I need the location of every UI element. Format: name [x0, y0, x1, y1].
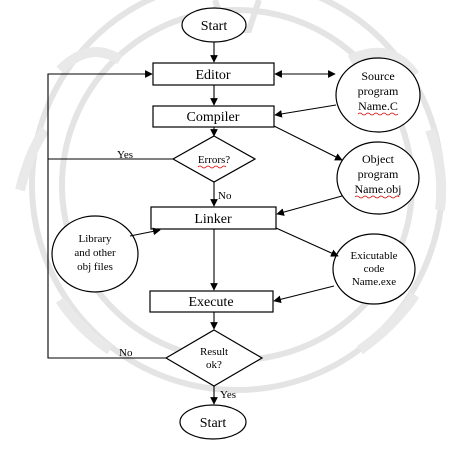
executable-line3: Name.exe — [352, 276, 396, 288]
library-node: Library and other obj files — [51, 215, 139, 293]
start-top-label: Start — [201, 19, 228, 34]
start-terminal-bottom: Start — [179, 404, 247, 440]
object-line3: Name.obj — [355, 182, 402, 196]
arrow-linker-executable — [275, 227, 339, 257]
start-bottom-label: Start — [200, 416, 227, 431]
object-line1: Object — [362, 152, 395, 166]
loop-errors-yes — [47, 70, 173, 160]
start-terminal-top: Start — [181, 7, 247, 43]
object-program-node: Object program Name.obj — [336, 141, 420, 215]
object-line2: program — [358, 167, 399, 181]
label-no-result: No — [119, 347, 133, 359]
compiler-box: Compiler — [152, 105, 275, 128]
arrow-executable-execute — [273, 285, 335, 304]
editor-label: Editor — [196, 68, 231, 83]
executable-node: Exicutable code Name.exe — [332, 233, 416, 305]
linker-box: Linker — [150, 206, 277, 230]
errors-decision: Errors? — [171, 135, 257, 183]
loop-result-no — [47, 159, 166, 359]
editor-box: Editor — [152, 62, 275, 86]
label-no-errors: No — [218, 190, 232, 202]
library-line2: and other — [74, 247, 116, 259]
source-program-node: Source program Name.C — [335, 57, 421, 133]
result-decision: Result ok? — [164, 329, 264, 387]
execute-label: Execute — [188, 295, 233, 310]
label-yes-result: Yes — [220, 389, 236, 401]
executable-line2: code — [364, 263, 385, 275]
library-line1: Library — [79, 233, 112, 245]
executable-line1: Exicutable — [350, 250, 397, 262]
errors-label: Errors? — [198, 154, 230, 166]
execute-box: Execute — [149, 290, 274, 313]
arrow-compiler-object — [273, 125, 343, 161]
source-line3: Name.C — [358, 99, 398, 113]
compiler-label: Compiler — [187, 110, 240, 125]
result-label-line1: Result — [200, 346, 228, 358]
linker-label: Linker — [194, 212, 232, 227]
arrow-library-linker — [129, 227, 161, 237]
arrow-object-linker — [276, 195, 343, 216]
library-line3: obj files — [77, 261, 113, 273]
arrow-source-compiler — [274, 104, 337, 118]
label-yes-errors: Yes — [117, 149, 133, 161]
source-line1: Source — [361, 69, 394, 83]
source-line2: program — [358, 84, 399, 98]
result-label-line2: ok? — [206, 359, 222, 371]
